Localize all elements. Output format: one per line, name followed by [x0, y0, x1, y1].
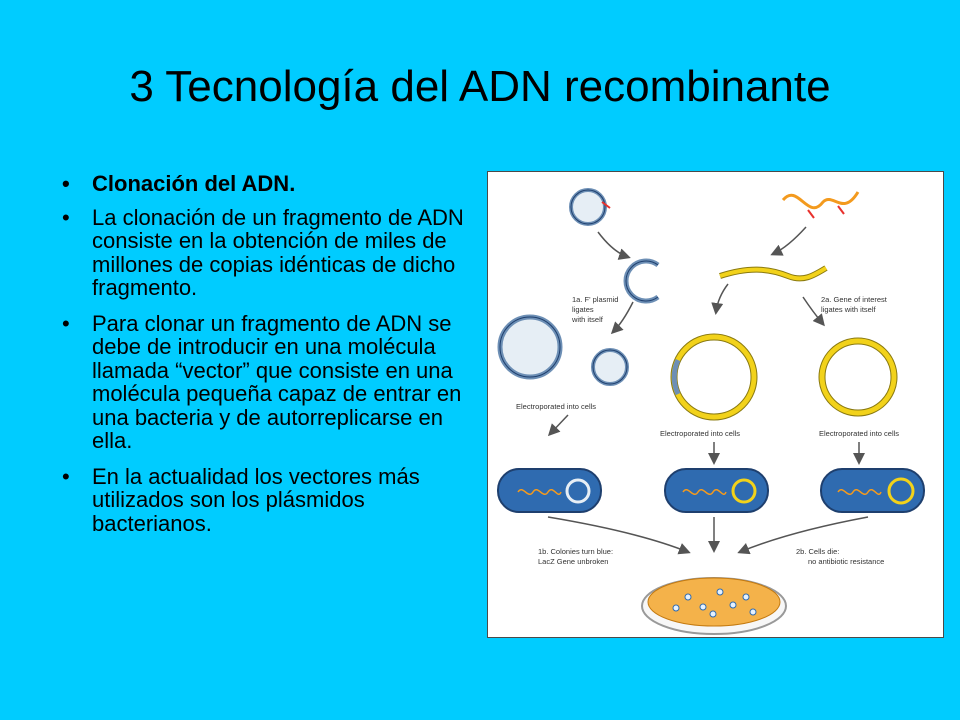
gene-fragment-icon [781, 191, 860, 219]
bullet-item: • La clonación de un fragmento de ADN co… [62, 204, 472, 300]
bullet-item: • Clonación del ADN. [62, 172, 472, 196]
bacterium-icon [497, 468, 602, 513]
large-plasmid-icon [497, 314, 563, 380]
colonies-label: LacZ Gene unbroken [538, 557, 608, 566]
bacterium-icon [820, 468, 925, 513]
linear-dna-icon [719, 265, 828, 282]
arrow-icon [547, 516, 691, 555]
arrow-icon [610, 301, 634, 335]
arrow-icon [737, 516, 869, 555]
bullet-marker: • [62, 310, 70, 336]
bullet-text: Para clonar un fragmento de ADN se debe … [92, 310, 462, 453]
electroporation-label: Electroporated into cells [660, 429, 740, 438]
colonies-label: 1b. Colonies turn blue: [538, 547, 613, 556]
bullet-list: • Clonación del ADN. • La clonación de u… [62, 172, 472, 547]
gene-label: 2a. Gene of interest [821, 295, 888, 304]
cloning-diagram: 1a. F' plasmid ligates with itself 2a. G… [487, 171, 944, 638]
arrow-icon [597, 231, 631, 260]
bullet-item: • Para clonar un fragmento de ADN se deb… [62, 310, 472, 453]
bullet-text: Clonación del ADN. [92, 171, 296, 196]
arrow-icon [547, 414, 569, 437]
cells-die-label: no antibiotic resistance [808, 557, 884, 566]
arrow-icon [711, 283, 729, 315]
small-plasmid-icon [591, 348, 629, 386]
bullet-marker: • [62, 463, 70, 489]
bullet-text: La clonación de un fragmento de ADN cons… [92, 204, 464, 300]
petri-dish-icon [641, 577, 787, 635]
gene-circle-icon [818, 337, 898, 417]
arrow-icon [802, 296, 825, 327]
bullet-marker: • [62, 204, 70, 230]
gene-label: ligates with itself [821, 305, 877, 314]
plasmid-label: 1a. F' plasmid [572, 295, 618, 304]
slide-title: 3 Tecnología del ADN recombinante [129, 62, 831, 111]
cells-die-label: 2b. Cells die: [796, 547, 839, 556]
plasmid-label: with itself [571, 315, 604, 324]
bacterium-icon [664, 468, 769, 513]
bullet-item: • En la actualidad los vectores más util… [62, 463, 472, 536]
cloning-diagram-svg: 1a. F' plasmid ligates with itself 2a. G… [497, 188, 925, 635]
electroporation-label: Electroporated into cells [516, 402, 596, 411]
plasmid-icon [569, 188, 611, 226]
bullet-text: En la actualidad los vectores más utiliz… [92, 463, 420, 536]
open-plasmid-icon [623, 258, 660, 304]
recombinant-plasmid-icon [670, 333, 758, 421]
electroporation-label: Electroporated into cells [819, 429, 899, 438]
plasmid-label: ligates [572, 305, 594, 314]
arrow-icon [770, 226, 807, 256]
bullet-marker: • [62, 171, 70, 196]
